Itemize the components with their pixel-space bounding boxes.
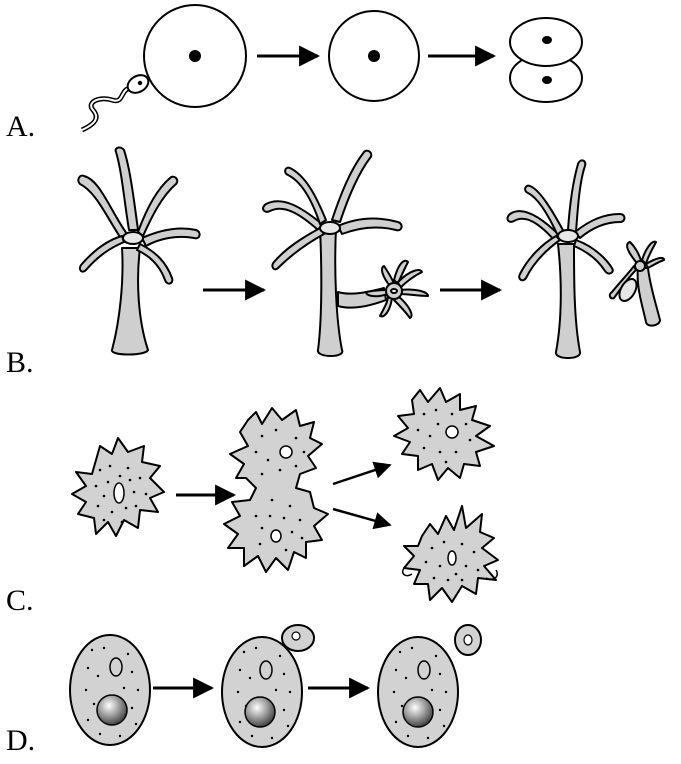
- amoeba-daughter-2: [403, 506, 498, 602]
- amoeba-parent: [72, 438, 164, 536]
- row-a-fertilization: [82, 5, 582, 130]
- egg-nucleus: [189, 50, 201, 62]
- sperm-cell: [82, 72, 152, 130]
- row-d-yeast-budding: [70, 625, 481, 747]
- hydra-parent-3: [507, 160, 624, 358]
- row-b-hydra-budding: [78, 148, 664, 358]
- amoeba-nucleus: [114, 483, 124, 503]
- egg-cell: [144, 5, 246, 107]
- amoeba-dividing: [224, 408, 328, 572]
- row-label-d: D.: [6, 726, 35, 756]
- row-label-a: A.: [6, 112, 35, 142]
- yeast-daughter-cell: [455, 625, 481, 655]
- yeast-cell-2: [222, 625, 314, 747]
- arrow-c2-down: [333, 509, 390, 525]
- two-cell-embryo: [510, 18, 582, 102]
- hydra-parent-1: [78, 148, 199, 355]
- arrow-c2-up: [333, 465, 390, 484]
- yeast-cell-3: [378, 637, 458, 747]
- row-label-c: C.: [6, 586, 34, 616]
- hydra-parent-2: [263, 151, 402, 356]
- row-label-b: B.: [6, 348, 34, 378]
- amoeba-daughter-1: [394, 388, 494, 480]
- zygote-cell: [329, 11, 419, 101]
- yeast-cell-1: [70, 635, 150, 745]
- row-c-binary-fission: [72, 388, 498, 602]
- hydra-bud-detaching: [610, 242, 664, 326]
